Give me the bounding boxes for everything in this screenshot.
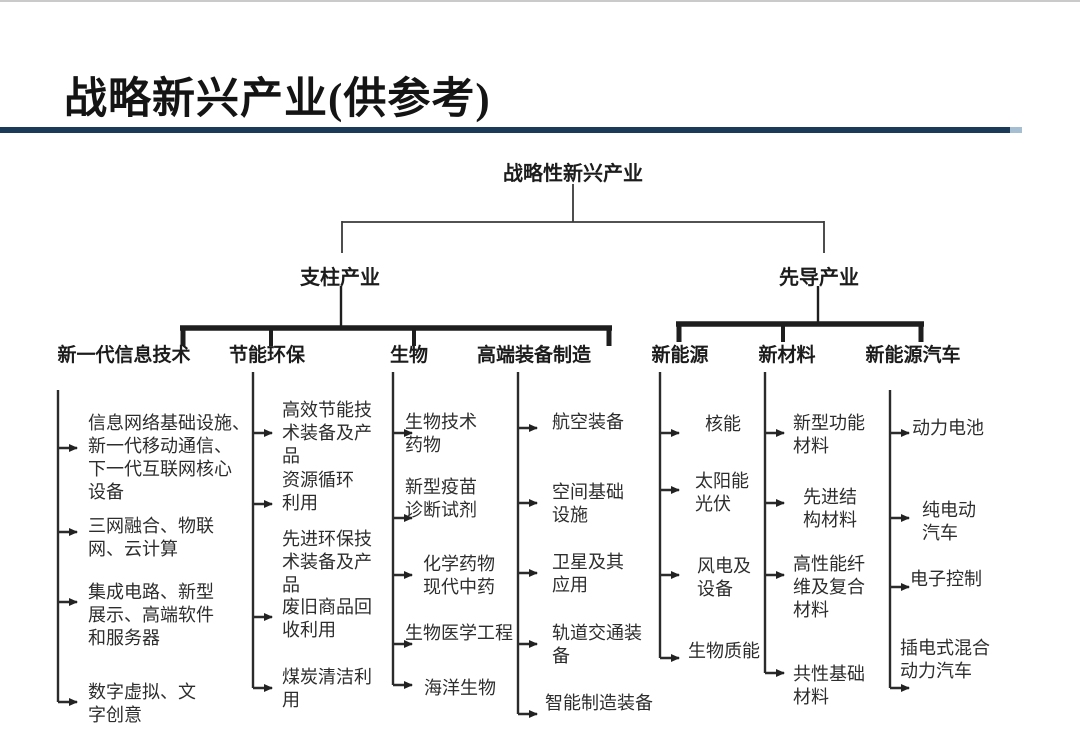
tree-item: 动力电池 [912,418,984,438]
column-spine-high-end-equipment [516,372,538,718]
category-high-end-equipment: 高端装备制造 [476,345,592,366]
tree-item: 高性能纤 维及复合 材料 [793,554,865,620]
category-bio: 生物 [389,345,429,366]
category-new-energy-vehicles: 新能源汽车 [865,345,961,366]
title-underline-rule [0,127,1010,133]
tree-node-leading: 先导产业 [779,267,859,289]
tree-item: 风电及 设备 [697,556,751,599]
tree-item: 电子控制 [910,569,982,589]
tree-item: 生物医学工程 [405,623,513,643]
tree-item: 三网融合、物联 网、云计算 [88,516,214,559]
tree-item: 信息网络基础设施、 新一代移动通信、 下一代互联网核心 设备 [88,413,250,502]
tree-item: 生物技术 药物 [405,412,477,455]
category-new-gen-it: 新一代信息技术 [57,345,191,366]
tree-item: 插电式混合 动力汽车 [900,638,990,681]
tree-item: 高效节能技 术装备及产 品 [282,400,372,466]
tree-item: 卫星及其 应用 [552,552,624,595]
tree-item: 数字虚拟、文 字创意 [88,682,196,725]
tree-item: 空间基础 设施 [552,482,624,525]
tree-item: 资源循环 利用 [282,470,354,513]
tree-item: 先进环保技 术装备及产 品 [282,529,372,595]
tree-item: 废旧商品回 收利用 [282,597,372,640]
column-spine-new-materials [763,372,785,677]
root-connector [341,184,825,253]
category-new-energy: 新能源 [651,345,709,366]
tree-node-pillar: 支柱产业 [300,267,380,289]
leading-bracket [676,286,924,342]
tree-item: 集成电路、新型 展示、高端软件 和服务器 [88,582,214,648]
title-underline-rule-cap [1010,127,1022,133]
tree-item: 共性基础 材料 [793,664,865,707]
tree-item: 化学药物 现代中药 [423,554,495,597]
column-spine-new-energy-vehicles [888,390,910,692]
tree-item: 核能 [705,414,741,434]
column-spine-bio [391,372,413,689]
tree-item: 海洋生物 [424,678,496,698]
tree-item: 煤炭清洁利 用 [282,667,372,710]
tree-node-root: 战略性新兴产业 [503,163,643,185]
tree-item: 轨道交通装 备 [552,623,642,666]
tree-item: 纯电动 汽车 [922,500,976,543]
column-spine-energy-saving [251,372,273,692]
slide-title: 战略新兴产业(供参考) [64,76,491,123]
top-edge-divider [0,0,1080,2]
tree-item: 新型功能 材料 [793,413,865,456]
category-new-materials: 新材料 [758,345,816,366]
tree-item: 新型疫苗 诊断试剂 [405,477,477,520]
category-energy-saving: 节能环保 [228,345,306,366]
pillar-bracket [180,286,612,346]
tree-item: 先进结 构材料 [803,487,857,530]
column-spine-new-energy [658,372,680,662]
tree-item: 太阳能 光伏 [695,471,749,514]
tree-item: 生物质能 [688,641,760,661]
column-spine-new-gen-it [56,390,78,706]
tree-item: 智能制造装备 [545,693,653,713]
tree-item: 航空装备 [552,412,624,432]
